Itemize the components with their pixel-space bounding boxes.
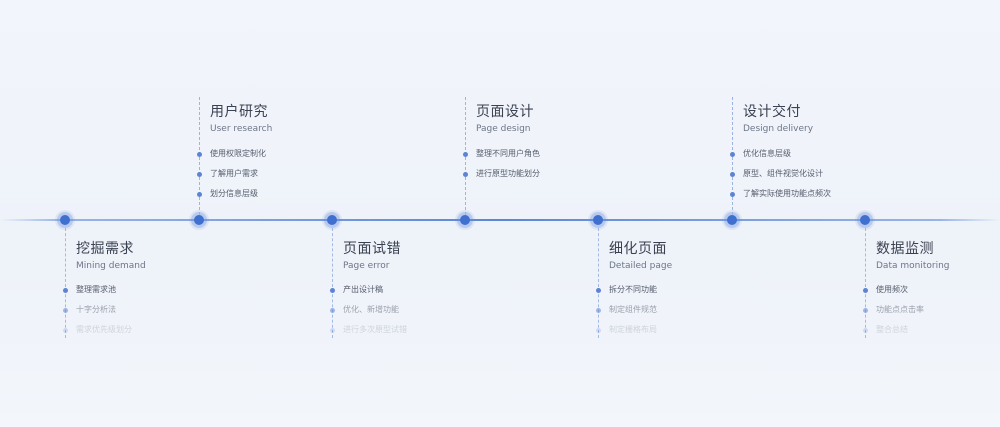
bullet-dot [863, 328, 868, 333]
bullet-dot [596, 328, 601, 333]
stage-title: 页面设计 [476, 104, 534, 120]
stage-item: 整合总结 [863, 320, 924, 340]
stage-title: 数据监测 [876, 241, 934, 257]
bullet-dot [330, 288, 335, 293]
stage-subtitle: Data monitoring [876, 261, 950, 271]
stage-item: 进行原型功能划分 [463, 164, 540, 184]
stage-item: 功能点点击率 [863, 300, 924, 320]
bullet-dot [330, 328, 335, 333]
bullet-dot [197, 172, 202, 177]
timeline-node-1 [60, 215, 70, 225]
bullet-dot [863, 308, 868, 313]
timeline-node-5 [593, 215, 603, 225]
bullet-dot [63, 308, 68, 313]
stage-item: 进行多次原型试错 [330, 320, 407, 340]
stage-item: 产出设计稿 [330, 280, 407, 300]
bullet-dot [63, 288, 68, 293]
timeline-axis [0, 219, 1000, 221]
stage-subtitle: User research [210, 124, 273, 134]
stage-subtitle: Design delivery [743, 124, 814, 134]
timeline-node-6 [727, 215, 737, 225]
timeline-node-4 [460, 215, 470, 225]
stage-item: 原型、组件视觉化设计 [730, 164, 831, 184]
bullet-dot [197, 192, 202, 197]
bullet-dot [596, 308, 601, 313]
stage-item: 需求优先级划分 [63, 320, 132, 340]
stage-item: 优化、新增功能 [330, 300, 407, 320]
stage-item: 优化信息层级 [730, 144, 831, 164]
stage-item: 整理不同用户角色 [463, 144, 540, 164]
stage-connector [332, 228, 333, 338]
bullet-dot [463, 152, 468, 157]
stage-item: 了解实际使用功能点频次 [730, 184, 831, 204]
stage-connector [598, 228, 599, 338]
stage-connector [65, 228, 66, 338]
bullet-dot [63, 328, 68, 333]
bullet-dot [863, 288, 868, 293]
stage-item: 制定组件规范 [596, 300, 657, 320]
stage-item: 使用频次 [863, 280, 924, 300]
timeline-node-3 [327, 215, 337, 225]
stage-item: 划分信息层级 [197, 184, 266, 204]
bullet-dot [330, 308, 335, 313]
stage-subtitle: Page design [476, 124, 531, 134]
stage-item: 了解用户需求 [197, 164, 266, 184]
bullet-dot [463, 172, 468, 177]
bullet-dot [197, 152, 202, 157]
bullet-dot [596, 288, 601, 293]
stage-item: 拆分不同功能 [596, 280, 657, 300]
stage-item: 整理需求池 [63, 280, 132, 300]
stage-connector [865, 228, 866, 338]
stage-subtitle: Mining demand [76, 261, 146, 271]
bullet-dot [730, 172, 735, 177]
bullet-dot [730, 152, 735, 157]
stage-title: 挖掘需求 [76, 241, 134, 257]
stage-subtitle: Page error [343, 261, 390, 271]
stage-title: 页面试错 [343, 241, 401, 257]
stage-subtitle: Detailed page [609, 261, 673, 271]
timeline-node-2 [194, 215, 204, 225]
timeline-node-7 [860, 215, 870, 225]
stage-item: 使用权限定制化 [197, 144, 266, 164]
stage-title: 细化页面 [609, 241, 667, 257]
bullet-dot [730, 192, 735, 197]
stage-title: 设计交付 [743, 104, 801, 120]
stage-item: 十字分析法 [63, 300, 132, 320]
stage-item: 制定栅格布局 [596, 320, 657, 340]
stage-title: 用户研究 [210, 104, 268, 120]
